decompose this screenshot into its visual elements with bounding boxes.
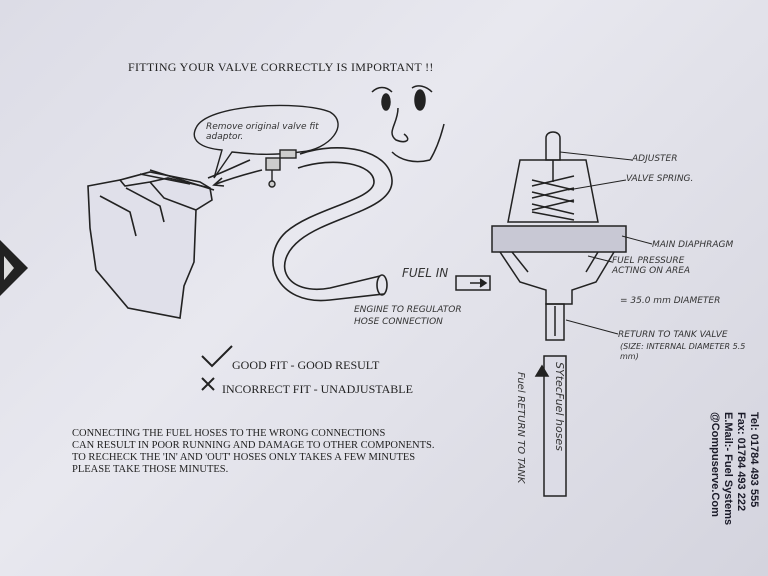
valve-adaptor-drawing [265, 149, 297, 188]
return-size-label: (SIZE: INTERNAL DIAMETER 5.5 mm) [620, 342, 746, 361]
hose-brand-label: SYtecFuel hoses [553, 362, 566, 451]
contact-block: Tel: 01784 493 555 Fax: 01784 493 222 E.… [708, 412, 760, 525]
contact-line: Fax: 01784 493 222 [735, 412, 747, 512]
main-diaphragm-label: MAIN DIAPHRAGM [652, 240, 734, 250]
return-hose-label: Fuel RETURN TO TANK [515, 372, 526, 484]
logo-mark [0, 240, 28, 296]
warning-line: CONNECTING THE FUEL HOSES TO THE WRONG C… [72, 428, 386, 439]
area-size-label: = 35.0 mm DIAMETER [620, 296, 721, 306]
bad-fit-label: INCORRECT FIT - UNADJUSTABLE [222, 382, 413, 396]
leader-lines [559, 151, 653, 335]
face-sketch [371, 85, 445, 163]
engine-hose-drawing [272, 147, 393, 302]
tick-icon [201, 345, 233, 368]
adjuster-label: ADJUSTER [632, 154, 678, 164]
fuel-in-arrow [455, 275, 491, 291]
warning-line: CAN RESULT IN POOR RUNNING AND DAMAGE TO… [72, 440, 435, 451]
fit-arrows [207, 159, 263, 187]
good-fit-label: GOOD FIT - GOOD RESULT [232, 358, 380, 372]
regulator-drawing [491, 131, 627, 497]
return-arrows [534, 364, 550, 377]
warning-line: TO RECHECK THE 'IN' AND 'OUT' HOSES ONLY… [72, 452, 416, 463]
fuel-in-label: FUEL IN [402, 266, 449, 280]
cross-icon [201, 377, 215, 391]
return-valve-label: RETURN TO TANK VALVE [618, 330, 728, 340]
contact-line: Tel: 01784 493 555 [748, 412, 760, 508]
contact-line: @Compuserve.Com [709, 412, 721, 517]
warning-line: PLEASE TAKE THOSE MINUTES. [72, 464, 229, 475]
page-title: FITTING YOUR VALVE CORRECTLY IS IMPORTAN… [128, 60, 434, 74]
speech-bubble-text: Remove original valve fit adaptor. [206, 122, 319, 142]
fuel-pressure-label: FUEL PRESSURE ACTING ON AREA [612, 256, 691, 276]
warning-text: CONNECTING THE FUEL HOSES TO THE WRONG C… [72, 428, 462, 476]
engine-hose-label: ENGINE TO REGULATOR HOSE CONNECTION [354, 305, 462, 327]
contact-line: E.Mail:- Fuel Systems [722, 412, 734, 526]
valve-spring-label: VALVE SPRING. [626, 174, 694, 184]
engine-block-drawing [87, 169, 215, 319]
